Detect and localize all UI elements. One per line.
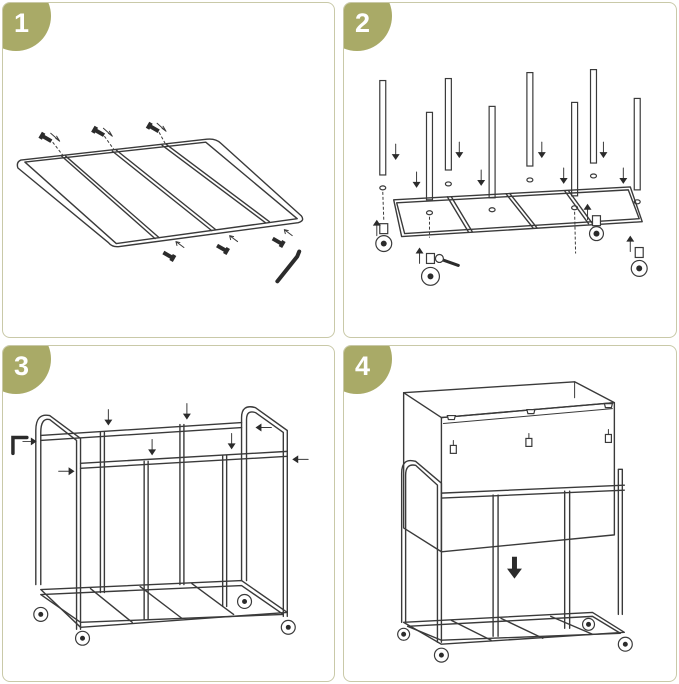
arrow-right-icon xyxy=(58,467,75,476)
step-number: 1 xyxy=(14,8,30,38)
arrow-down-icon xyxy=(477,169,486,186)
step-badge: 4 xyxy=(344,346,392,394)
arrow-down-icon xyxy=(559,167,568,184)
arrow-up-icon xyxy=(415,247,424,264)
allen-key-icon xyxy=(275,249,302,284)
top-screws xyxy=(38,121,167,156)
arrow-up-icon xyxy=(372,219,381,237)
arrow-down-icon xyxy=(599,141,608,159)
step-3-panel: 3 xyxy=(2,345,335,682)
arrow-down-icon xyxy=(227,432,236,450)
screw-icon xyxy=(271,236,286,249)
step-number: 4 xyxy=(355,351,371,381)
arrow-down-icon xyxy=(148,438,157,456)
arrow-down-icon xyxy=(507,556,522,579)
caster-wheel-icon xyxy=(617,636,633,652)
caster-wheel-icon xyxy=(630,246,648,277)
step-3-illustration xyxy=(11,403,309,646)
caster-wheel-icon xyxy=(236,593,253,610)
cart-frame xyxy=(400,459,626,645)
casters xyxy=(397,617,633,663)
step-number: 3 xyxy=(14,351,30,381)
screws-and-arrows xyxy=(22,403,309,476)
arrow-down-icon xyxy=(619,167,628,184)
arrows-up xyxy=(372,203,635,264)
base-frame xyxy=(16,138,304,248)
step-1-panel: 1 xyxy=(2,2,335,338)
arrow-down-icon xyxy=(455,141,464,159)
cart-frame xyxy=(35,406,288,630)
allen-key-icon xyxy=(11,435,29,456)
arrow-down-icon xyxy=(391,143,400,161)
step-1-illustration xyxy=(16,121,304,284)
arrows-down xyxy=(391,141,628,188)
casters xyxy=(33,593,296,646)
screw-icon xyxy=(216,243,230,256)
step-4-illustration xyxy=(397,381,633,663)
step-2-illustration xyxy=(372,69,648,286)
caster-wheel-icon xyxy=(433,647,449,663)
dashed-guides xyxy=(382,191,577,254)
arrow-up-icon xyxy=(583,203,592,221)
caster-wheel-icon xyxy=(588,215,605,242)
caster-wheel-icon xyxy=(375,223,393,253)
arrow-right-icon xyxy=(22,437,37,446)
screw-icon xyxy=(162,250,177,262)
screw-icon xyxy=(145,121,160,133)
arrow-down-icon xyxy=(182,403,191,420)
caster-wheel-icon xyxy=(280,619,296,635)
bottom-screws xyxy=(162,229,293,262)
arrow-down-icon xyxy=(104,409,113,426)
upright-poles xyxy=(379,69,641,201)
wrench-icon xyxy=(434,253,460,267)
caster-wheel-icon xyxy=(397,627,411,641)
step-badge: 1 xyxy=(3,3,51,51)
casters xyxy=(375,215,648,286)
caster-wheel-icon xyxy=(33,606,49,622)
arrow-down-icon xyxy=(537,141,546,159)
fabric-bag xyxy=(402,381,616,553)
washers xyxy=(379,173,641,216)
arrow-left-icon xyxy=(292,455,309,464)
caster-wheel-icon xyxy=(420,252,441,286)
base-frame xyxy=(393,186,643,238)
step-2-panel: 2 xyxy=(343,2,677,338)
step-4-panel: 4 xyxy=(343,345,677,682)
caster-wheel-icon xyxy=(581,617,596,631)
step-number: 2 xyxy=(355,8,371,38)
screw-icon xyxy=(38,131,53,143)
arrow-down-icon xyxy=(412,171,421,188)
arrow-up-icon xyxy=(626,235,635,253)
arrow-left-icon xyxy=(255,423,272,432)
screw-icon xyxy=(91,125,106,137)
caster-wheel-icon xyxy=(74,630,91,646)
